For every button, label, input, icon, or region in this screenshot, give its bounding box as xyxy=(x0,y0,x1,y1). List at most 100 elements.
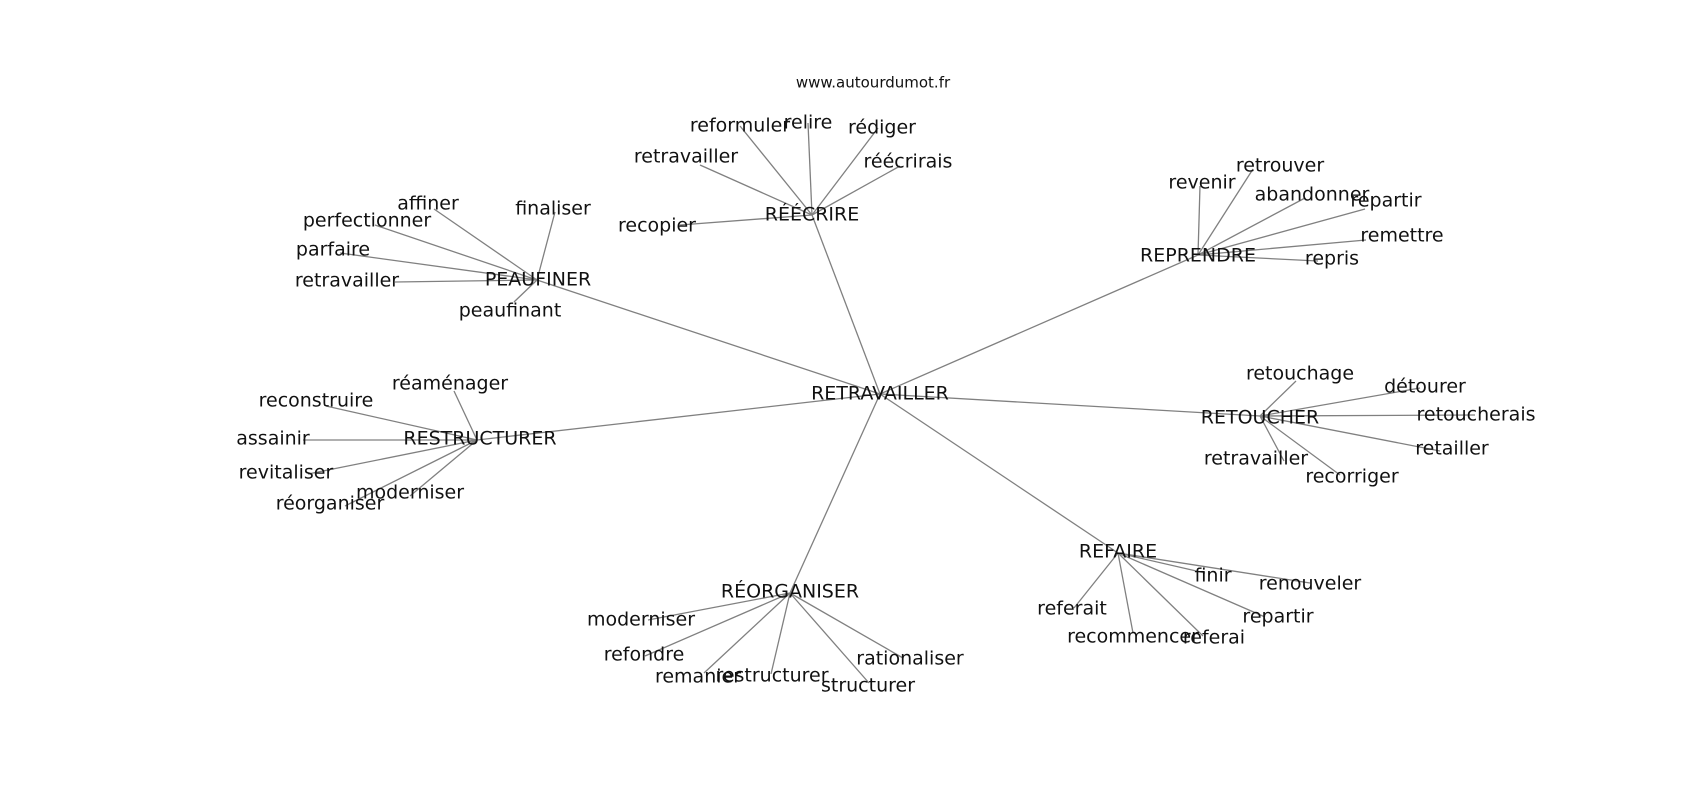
edge-center-reprendre xyxy=(879,254,1199,395)
edge-reprendre-revenir xyxy=(1197,185,1201,256)
edge-reprendre-retrouver xyxy=(1197,168,1254,256)
leaf-node-reorganiser: réorganiser xyxy=(276,493,385,515)
edge-retoucher-retoucherais xyxy=(1259,414,1476,417)
edge-reprendre-abandonner xyxy=(1197,197,1306,256)
edge-reecrire-relire xyxy=(807,122,813,216)
edge-center-reecrire xyxy=(811,214,881,395)
leaf-node-remanier: remanier xyxy=(655,666,741,688)
leaf-node-retravailler: retravailler xyxy=(1204,448,1308,470)
edge-restructurer-reconstruire xyxy=(325,405,478,441)
edge-restructurer-moderniser xyxy=(409,439,478,497)
leaf-node-detourer: détourer xyxy=(1384,376,1466,398)
leaf-node-retravailler: retravailler xyxy=(634,146,738,168)
leaf-node-retailler: retailler xyxy=(1415,438,1489,460)
leaf-node-renouveler: renouveler xyxy=(1259,573,1362,595)
edge-center-reorganiser xyxy=(789,393,881,594)
hub-node-restructurer: RESTRUCTURER xyxy=(403,428,556,450)
edge-retoucher-recorriger xyxy=(1259,415,1341,476)
leaf-node-reamenager: réaménager xyxy=(392,373,508,395)
leaf-node-abandonner: abandonner xyxy=(1255,184,1370,206)
edge-center-retoucher xyxy=(879,393,1261,417)
leaf-node-finir: finir xyxy=(1194,565,1231,587)
leaf-node-revenir: revenir xyxy=(1168,172,1235,194)
hub-node-reecrire: RÉÉCRIRE xyxy=(765,203,860,226)
hub-node-reprendre: REPRENDRE xyxy=(1140,245,1256,267)
leaf-node-recorriger: recorriger xyxy=(1305,466,1398,488)
edge-retoucher-retravailler xyxy=(1259,415,1285,462)
leaf-node-referai: referai xyxy=(1183,627,1245,649)
leaf-node-referait: referait xyxy=(1037,598,1107,620)
leaf-node-moderniser: moderniser xyxy=(356,482,464,504)
leaf-node-affiner: affiner xyxy=(397,193,459,215)
hub-node-reorganiser: RÉORGANISER xyxy=(721,580,859,603)
edge-peaufiner-parfaire xyxy=(339,252,538,281)
leaf-node-reconstruire: reconstruire xyxy=(259,390,374,412)
hub-node-retoucher: RETOUCHER xyxy=(1201,407,1319,429)
edge-reorganiser-rationaliser xyxy=(789,592,904,659)
edge-refaire-referait xyxy=(1073,552,1119,609)
edge-reprendre-repartir xyxy=(1197,208,1366,256)
edge-reecrire-reecrirais xyxy=(811,165,901,216)
leaf-node-perfectionner: perfectionner xyxy=(303,210,432,232)
edge-reecrire-reformuler xyxy=(739,125,813,216)
leaf-node-recopier: recopier xyxy=(618,215,696,237)
leaf-node-reecrirais: réécrirais xyxy=(864,151,953,173)
edge-center-refaire xyxy=(879,393,1119,554)
leaf-node-structurer: structurer xyxy=(821,675,915,697)
leaf-node-retravailler: retravailler xyxy=(295,270,399,292)
hub-node-peaufiner: PEAUFINER xyxy=(485,269,591,291)
site-url: www.autourdumot.fr xyxy=(796,74,951,92)
edge-peaufiner-peaufinant xyxy=(513,279,538,303)
edge-reorganiser-structurer xyxy=(789,592,870,684)
leaf-node-recommencer: recommencer xyxy=(1067,626,1199,648)
leaf-node-rationaliser: rationaliser xyxy=(856,648,964,670)
edge-refaire-referai xyxy=(1117,552,1204,637)
leaf-node-relire: relire xyxy=(784,112,833,134)
edge-center-restructurer xyxy=(476,393,881,441)
leaf-node-rediger: rédiger xyxy=(848,117,916,139)
leaf-node-repris: repris xyxy=(1305,248,1359,270)
edge-reorganiser-restructurer xyxy=(770,592,791,675)
leaf-node-repartir: repartir xyxy=(1242,606,1313,628)
edge-reorganiser-remanier xyxy=(703,592,791,674)
leaf-node-restructurer: restructurer xyxy=(715,665,828,687)
leaf-node-refondre: refondre xyxy=(604,644,685,666)
edge-refaire-repartir xyxy=(1117,552,1266,618)
edge-peaufiner-perfectionner xyxy=(374,224,538,281)
leaf-node-peaufinant: peaufinant xyxy=(459,300,562,322)
edge-retoucher-retailler xyxy=(1259,415,1441,452)
leaf-node-moderniser: moderniser xyxy=(587,609,695,631)
edge-restructurer-reamenager xyxy=(453,390,478,441)
leaf-node-repartir: repartir xyxy=(1350,190,1421,212)
edge-reprendre-repris xyxy=(1197,254,1319,262)
edge-retoucher-detourer xyxy=(1259,387,1421,417)
edge-restructurer-reorganiser xyxy=(344,439,478,507)
edge-peaufiner-retravailler xyxy=(394,279,538,283)
edge-reecrire-retravailler xyxy=(699,164,813,216)
edge-center-peaufiner xyxy=(536,279,881,395)
edge-refaire-recommencer xyxy=(1117,552,1134,634)
edge-peaufiner-finaliser xyxy=(536,211,556,281)
hub-node-refaire: REFAIRE xyxy=(1079,541,1157,563)
edge-reprendre-remettre xyxy=(1197,239,1367,256)
leaf-node-retoucherais: retoucherais xyxy=(1416,404,1535,426)
leaf-node-revitaliser: revitaliser xyxy=(239,462,334,484)
edge-reorganiser-refondre xyxy=(644,592,791,657)
edge-reecrire-rediger xyxy=(811,127,879,216)
edge-refaire-finir xyxy=(1117,552,1206,574)
leaf-node-finaliser: finaliser xyxy=(515,198,591,220)
graph-edges xyxy=(303,122,1476,684)
center-node-label: RETRAVAILLER xyxy=(811,383,949,405)
leaf-node-retouchage: retouchage xyxy=(1246,363,1354,385)
leaf-node-parfaire: parfaire xyxy=(296,239,370,261)
edge-reorganiser-moderniser xyxy=(647,592,791,621)
edge-peaufiner-affiner xyxy=(433,208,538,281)
leaf-node-remettre: remettre xyxy=(1360,225,1443,247)
edge-reecrire-recopier xyxy=(679,214,813,226)
edge-restructurer-revitaliser xyxy=(307,439,478,475)
leaf-node-assainir: assainir xyxy=(236,428,310,450)
leaf-node-retrouver: retrouver xyxy=(1236,155,1325,177)
edge-refaire-renouveler xyxy=(1117,552,1311,584)
leaf-node-reformuler: reformuler xyxy=(690,115,790,137)
